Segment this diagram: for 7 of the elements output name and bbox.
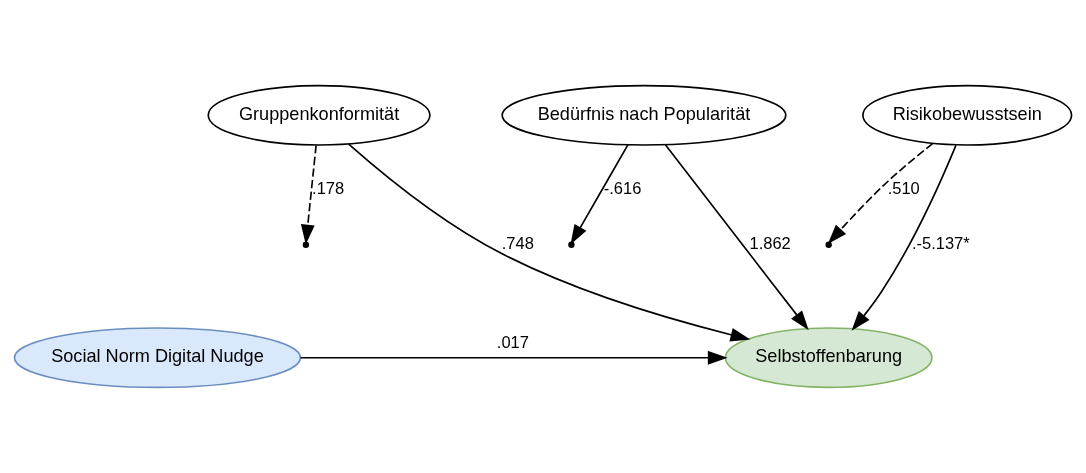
edge-label: .510	[887, 179, 920, 198]
edge-label: -.616	[603, 179, 642, 198]
edge-label: .178	[312, 179, 345, 198]
edge-label: .017	[496, 332, 529, 351]
edge-label: 1.862	[749, 233, 791, 252]
edge-label: .-5.137*	[911, 233, 970, 252]
edge-label: .748	[501, 233, 534, 252]
